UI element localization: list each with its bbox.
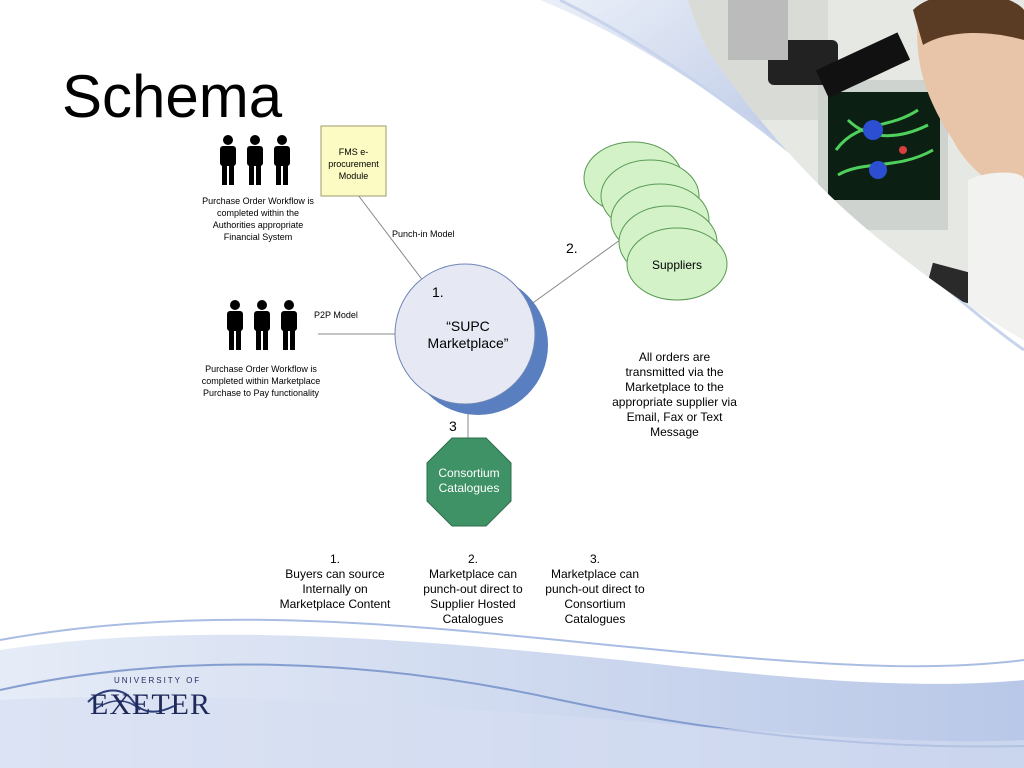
note-3-text: Marketplace can punch-out direct to Cons…	[545, 567, 645, 626]
orders-note: All orders are transmitted via the Marke…	[612, 350, 737, 439]
note-2-number: 2.	[467, 552, 478, 566]
logo-line-2: EXETER	[90, 688, 211, 721]
note-2-text: Marketplace can punch-out direct to Supp…	[423, 567, 523, 626]
marketplace-circle	[394, 263, 536, 405]
note-3-number: 3.	[589, 552, 600, 566]
punch-in-label: Punch-in Model	[392, 229, 455, 239]
note-3: 3. Marketplace can punch-out direct to C…	[540, 552, 650, 627]
supplier-connector	[529, 239, 621, 306]
buyers-top-caption: Purchase Order Workflow is completed wit…	[202, 196, 314, 242]
consortium-octagon	[426, 437, 512, 527]
note-1-text: Buyers can source Internally on Marketpl…	[279, 567, 391, 611]
buyers-middle-caption: Purchase Order Workflow is completed wit…	[201, 364, 321, 398]
marketplace-label: “SUPC Marketplace”	[427, 318, 509, 351]
consortium-number: 3	[449, 418, 457, 434]
note-1: 1. Buyers can source Internally on Marke…	[274, 552, 396, 612]
logo-line-1: UNIVERSITY OF	[114, 676, 202, 685]
university-logo: UNIVERSITY OF EXETER	[84, 676, 214, 724]
marketplace-number: 1.	[432, 284, 444, 300]
lab-photo	[688, 0, 1024, 340]
supplier-stack	[583, 141, 728, 301]
suppliers-number: 2.	[566, 240, 578, 256]
slide-title: Schema	[62, 63, 283, 130]
logo-swoosh-icon	[87, 689, 175, 713]
people-icon-group-middle	[227, 300, 297, 350]
p2p-label: P2P Model	[314, 310, 358, 320]
note-1-number: 1.	[329, 552, 340, 566]
fms-box	[320, 125, 387, 197]
people-icon-group-top	[220, 135, 290, 185]
fms-module-label: FMS e-procurement Module	[328, 147, 379, 181]
consortium-label: Consortium Catalogues	[438, 466, 500, 495]
punch-in-connector	[357, 194, 431, 291]
note-2: 2. Marketplace can punch-out direct to S…	[416, 552, 530, 627]
suppliers-label: Suppliers	[651, 258, 703, 272]
